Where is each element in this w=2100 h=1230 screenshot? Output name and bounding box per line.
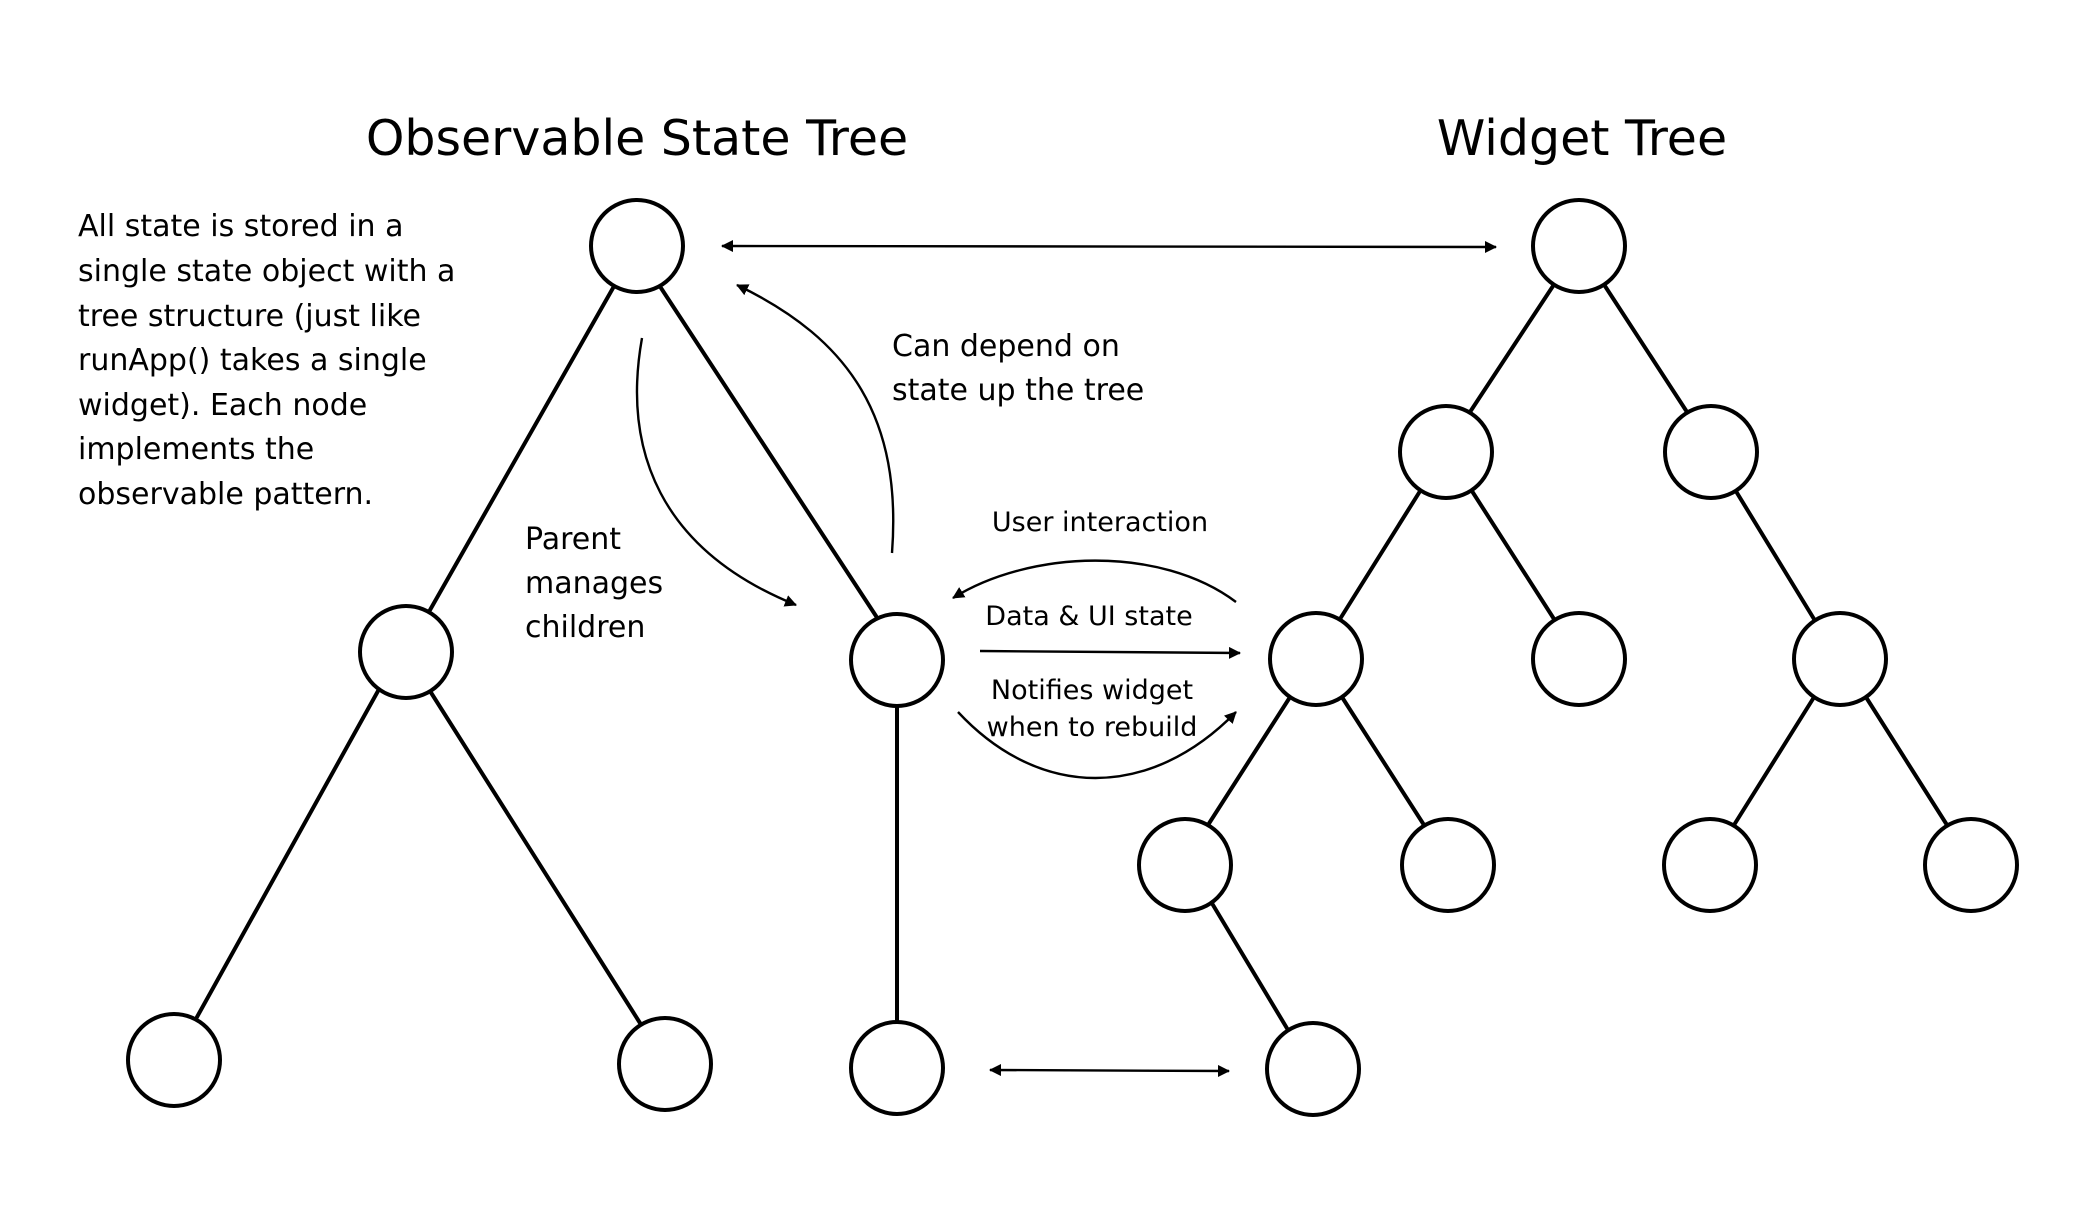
description-line: single state object with a <box>78 254 455 289</box>
parent-manages-label: Parent manages children <box>525 522 663 645</box>
widget-tree-title: Widget Tree <box>1437 110 1727 167</box>
description-line: tree structure (just like <box>78 299 421 334</box>
widget-node <box>1268 611 1364 707</box>
widget-leaf-node <box>1265 1021 1361 1117</box>
data-ui-state-label: Data & UI state <box>985 601 1192 632</box>
annotation-line: Can depend on <box>892 329 1120 364</box>
widget-node <box>1398 404 1494 500</box>
widget-node <box>1792 611 1888 707</box>
annotation-line: state up the tree <box>892 373 1144 408</box>
description-text: All state is stored in a single state ob… <box>78 209 455 512</box>
tree-edge <box>1208 898 1290 1032</box>
data-ui-state-arrow <box>979 646 1241 659</box>
depend-up-arrow <box>736 283 895 554</box>
state-node <box>358 604 454 700</box>
state-tree-title: Observable State Tree <box>366 110 908 167</box>
state-tree-nodes <box>126 198 945 1116</box>
arrows <box>635 240 1497 1077</box>
description-line: implements the <box>78 432 314 467</box>
tree-edge <box>1468 486 1556 621</box>
state-leaf-node <box>126 1012 222 1108</box>
parent-manages-arrow <box>635 337 797 607</box>
tree-edge <box>428 689 642 1025</box>
tree-edge <box>195 689 380 1019</box>
tree-edge <box>1601 281 1689 414</box>
annotation-line: Notifies widget <box>991 675 1193 706</box>
tree-edge <box>1468 281 1557 414</box>
annotation-line: when to rebuild <box>987 712 1198 743</box>
annotation-line: Parent <box>525 522 621 557</box>
widget-root-node <box>1531 198 1627 294</box>
description-line: widget). Each node <box>78 388 367 423</box>
tree-edge <box>428 286 615 612</box>
user-interaction-label: User interaction <box>992 507 1208 538</box>
tree-edge <box>1732 692 1818 827</box>
widget-tree-nodes <box>1137 198 2019 1117</box>
leaf-link-arrow <box>989 1064 1230 1077</box>
widget-node <box>1923 817 2019 913</box>
widget-node <box>1400 817 1496 913</box>
tree-edge <box>1862 692 1949 827</box>
annotation-line: children <box>525 610 645 645</box>
tree-edge <box>1732 486 1816 621</box>
notifies-arrow <box>957 711 1237 780</box>
state-tree-edges <box>195 286 899 1025</box>
widget-node <box>1137 817 1233 913</box>
annotation-line: manages <box>525 566 663 601</box>
description-line: All state is stored in a <box>78 209 404 244</box>
root-link-arrow <box>721 240 1497 253</box>
description-line: observable pattern. <box>78 477 373 512</box>
widget-node <box>1663 404 1759 500</box>
notifies-label: Notifies widget when to rebuild <box>987 675 1198 743</box>
depend-up-label: Can depend on state up the tree <box>892 329 1144 408</box>
state-leaf-node <box>849 1020 945 1116</box>
state-node <box>849 612 945 708</box>
widget-node <box>1531 611 1627 707</box>
widget-tree-edges <box>1206 281 1949 1032</box>
tree-edge <box>659 286 878 618</box>
user-interaction-arrow <box>952 559 1237 603</box>
state-leaf-node <box>617 1016 713 1112</box>
tree-edge <box>1338 486 1424 621</box>
tree-edge <box>1206 692 1294 827</box>
tree-edge <box>1338 692 1426 827</box>
state-root-node <box>589 198 685 294</box>
widget-node <box>1662 817 1758 913</box>
description-line: runApp() takes a single <box>78 343 427 378</box>
